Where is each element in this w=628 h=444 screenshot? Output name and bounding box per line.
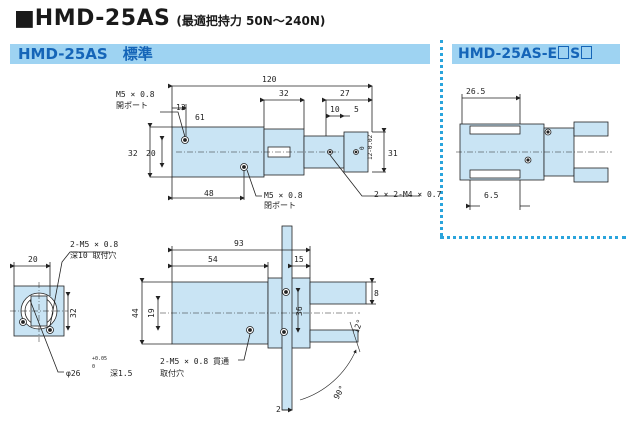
- side-dim-90deg: 90°: [332, 384, 347, 401]
- option-view: [456, 94, 612, 210]
- end-depth: 深10 取付穴: [70, 250, 116, 260]
- dim-27: 27: [340, 89, 350, 98]
- placeholder-box-icon: [581, 46, 593, 59]
- option-view-labels: 26.5 6.5: [466, 87, 499, 200]
- side-dim-15: 15: [294, 255, 304, 264]
- model-name: HMD-25AS: [34, 6, 171, 31]
- opt-dim-6-5: 6.5: [484, 191, 499, 200]
- separator-dotted-vertical: [440, 40, 443, 236]
- end-phi-hi: +0.05: [92, 356, 107, 362]
- standard-section-band: HMD-25AS 標準: [10, 44, 430, 64]
- dim-61: 61: [195, 113, 205, 122]
- m5-close-port: M5 × 0.8: [264, 191, 303, 200]
- dim-12: 12: [176, 103, 186, 112]
- side-dim-12deg: 12°: [351, 318, 364, 335]
- m5-open-port: M5 × 0.8: [116, 90, 155, 99]
- placeholder-box-icon: [558, 46, 570, 59]
- standard-section-label: HMD-25AS 標準: [18, 45, 153, 63]
- top-view-labels: 120 32 27 12 61 10 5 32 20 31 48 12-0.02…: [116, 75, 442, 210]
- side-dim-44: 44: [131, 308, 140, 318]
- dim-48: 48: [204, 189, 214, 198]
- top-view: [147, 83, 420, 201]
- m5-open-port-note: 開ポート: [116, 101, 148, 110]
- opt-dim-26-5: 26.5: [466, 87, 485, 96]
- separator-dotted-horizontal: [440, 236, 626, 239]
- dim-32: 32: [279, 89, 289, 98]
- title-square: ■: [14, 6, 35, 31]
- side-dim-2: 2: [276, 405, 281, 414]
- side-dim-36: 36: [295, 306, 304, 316]
- dim-5: 5: [354, 105, 359, 114]
- option-section-label-mid: S: [570, 46, 581, 62]
- tol-12: 12-0.02: [367, 134, 374, 160]
- side-dim-19: 19: [147, 308, 156, 318]
- side-dim-8: 8: [374, 289, 379, 298]
- grip-force-subtitle: (最適把持力 50N〜240N): [176, 14, 326, 28]
- dim-120: 120: [262, 75, 277, 84]
- end-view: [10, 251, 110, 373]
- dim-32v: 32: [128, 149, 138, 158]
- side-dim-54: 54: [208, 255, 218, 264]
- m4-holes: 2 × 2-M4 × 0.7: [374, 190, 442, 199]
- dim-10: 10: [330, 105, 340, 114]
- m5-close-port-note: 閉ポート: [264, 201, 296, 210]
- tol-zero: 0: [359, 146, 366, 150]
- end-phi-lo: 0: [92, 364, 95, 370]
- dim-20: 20: [146, 149, 156, 158]
- dim-31: 31: [388, 149, 398, 158]
- option-section-label: HMD-25AS-E: [458, 46, 558, 62]
- end-dim-20: 20: [28, 255, 38, 264]
- side-m5: 2-M5 × 0.8 貫通: [160, 356, 229, 366]
- side-dim-93: 93: [234, 239, 244, 248]
- end-dim-32: 32: [69, 308, 78, 318]
- end-m5: 2-M5 × 0.8: [70, 240, 118, 249]
- side-view: [139, 225, 376, 413]
- end-phi: φ26: [66, 369, 81, 378]
- end-phi-depth: 深1.5: [110, 369, 133, 378]
- end-view-labels: 20 32 2-M5 × 0.8 深10 取付穴 φ26 +0.05 0 深1.…: [28, 240, 133, 378]
- page-title: ■ HMD-25AS (最適把持力 50N〜240N): [14, 6, 325, 36]
- option-section-band: HMD-25AS-E S: [452, 44, 620, 64]
- side-m5-note: 取付穴: [160, 368, 184, 378]
